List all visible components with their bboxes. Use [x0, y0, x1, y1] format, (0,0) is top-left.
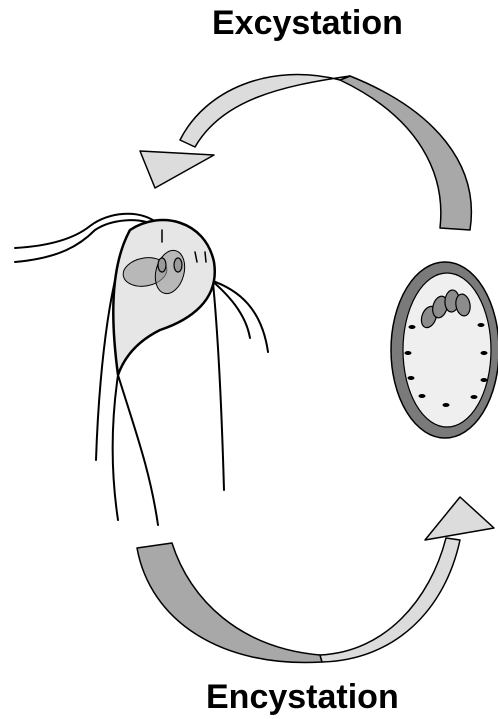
trophozoite-body [113, 220, 214, 375]
encystation-arrow [137, 497, 494, 663]
flagellum [113, 375, 118, 520]
flagellum [210, 280, 268, 352]
cyst [391, 262, 498, 438]
encystation-arrow-tail [137, 543, 322, 663]
nucleus [174, 258, 182, 272]
encystation-arrow-head [425, 497, 494, 540]
excystation-arrow-tail [340, 76, 471, 230]
trophozoite [15, 214, 268, 525]
excystation-arrow-head [140, 151, 214, 188]
flagellum [118, 375, 158, 525]
nucleus [158, 258, 166, 272]
excystation-arrow [140, 75, 471, 230]
excystation-arrow-body [180, 75, 350, 147]
encystation-arrow-body [320, 538, 460, 662]
